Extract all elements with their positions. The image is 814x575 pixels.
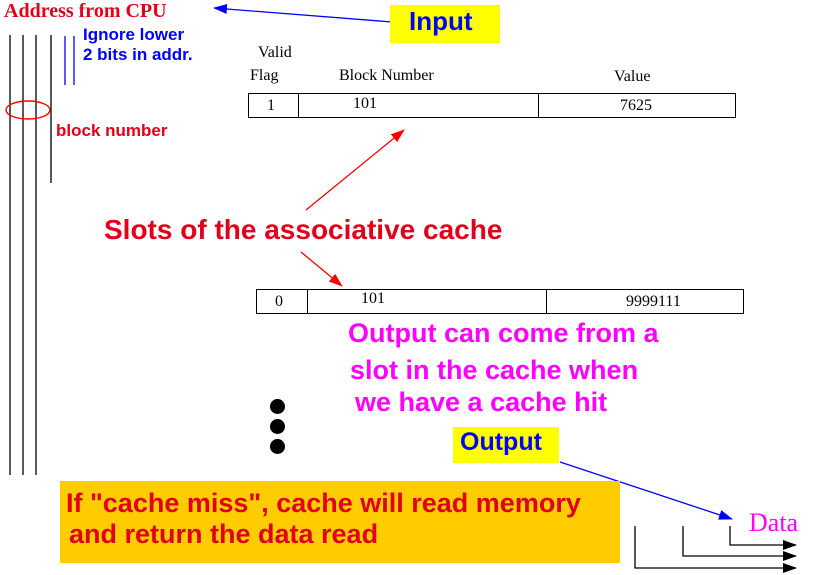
slot-arrow-bottom	[300, 251, 343, 287]
ellipsis-dot	[270, 439, 285, 454]
slot-block-cell: 101	[308, 290, 547, 313]
input-arrow	[213, 4, 393, 23]
cache-miss-note-line-2: and return the data read	[69, 519, 379, 549]
header-flag: Flag	[250, 67, 279, 84]
ignore-bits-note-line-1: Ignore lower	[83, 25, 185, 44]
slot-value: 7625	[620, 97, 652, 114]
block-number-ellipse	[5, 100, 51, 120]
cache-miss-highlight	[60, 481, 620, 563]
ellipsis-dot	[270, 399, 285, 414]
output-note-line-2: slot in the cache when	[350, 355, 639, 385]
ignore-bits-note-line-2: 2 bits in addr.	[83, 45, 193, 64]
slot-block-cell: 101	[299, 94, 539, 117]
output-highlight	[453, 427, 559, 463]
header-valid: Valid	[258, 44, 292, 61]
slot-arrow-top	[305, 129, 405, 211]
slot-block: 101	[353, 95, 377, 112]
input-highlight	[390, 5, 500, 43]
header-value: Value	[614, 68, 651, 85]
cache-slot: 0 101 9999111	[256, 289, 744, 314]
cache-slot: 1 101 7625	[248, 93, 736, 118]
ignored-bit-lines	[64, 36, 75, 85]
slot-flag-cell: 0	[257, 290, 308, 313]
slot-value: 9999111	[626, 293, 681, 310]
slot-flag: 0	[275, 293, 283, 310]
address-from-cpu-label: Address from CPU	[4, 0, 167, 22]
input-label: Input	[409, 6, 473, 36]
header-block-number: Block Number	[339, 67, 434, 84]
slot-value-cell: 7625	[539, 94, 735, 117]
output-note-line-1: Output can come from a	[348, 318, 659, 348]
cache-miss-note-line-1: If "cache miss", cache will read memory	[66, 488, 581, 518]
slot-value-cell: 9999111	[547, 290, 743, 313]
address-bus-lines	[9, 35, 52, 475]
slot-flag-cell: 1	[249, 94, 299, 117]
output-label: Output	[460, 428, 542, 456]
slot-flag: 1	[267, 97, 275, 114]
output-note-line-3: we have a cache hit	[355, 387, 608, 417]
slots-label: Slots of the associative cache	[104, 214, 503, 245]
block-number-note: block number	[56, 121, 168, 140]
output-arrow	[559, 461, 733, 520]
ellipsis-dot	[270, 419, 285, 434]
slot-block: 101	[361, 290, 385, 307]
data-label: Data	[749, 508, 799, 537]
memory-data-lines	[634, 526, 797, 573]
